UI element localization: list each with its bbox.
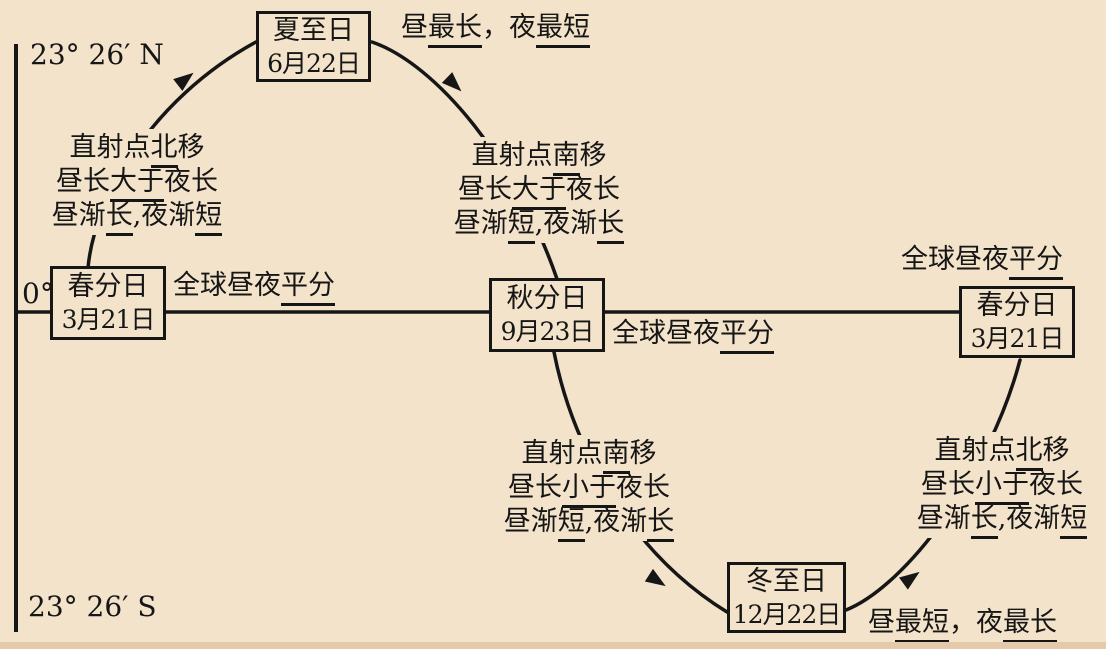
tropic-of-cancer-label: 23° 26′ N	[30, 38, 164, 71]
autumn-equinox-name: 秋分日	[506, 283, 588, 314]
equator-label: 0°	[22, 277, 54, 310]
note-spring-to-summer: 直射点北移昼长大于夜长昼渐长,夜渐短	[36, 129, 238, 236]
spring-equinox-right-box: 春分日 3月21日	[959, 286, 1075, 358]
arrowhead-spring-to-summer-icon	[173, 72, 194, 91]
summer-solstice-name: 夏至日	[273, 14, 354, 46]
tropic-of-capricorn-label: 23° 26′ S	[28, 590, 157, 623]
spring-equinox-left-date: 3月21日	[61, 305, 156, 334]
autumn-equinox-date: 9月23日	[500, 317, 595, 346]
arrowhead-winter-to-spring-icon	[899, 571, 920, 590]
note-equinox-right: 全球昼夜平分	[901, 243, 1063, 280]
note-equinox-middle: 全球昼夜平分	[612, 317, 774, 354]
note-winter-daynight: 昼最短，夜最长	[868, 606, 1057, 643]
note-winter-to-spring: 直射点北移昼长小于夜长昼渐长,夜渐短	[897, 432, 1106, 539]
winter-solstice-date: 12月22日	[732, 599, 842, 629]
summer-solstice-box: 夏至日 6月22日	[256, 11, 371, 82]
page-bottom-edge	[0, 642, 1106, 649]
spring-equinox-right-date: 3月21日	[970, 324, 1065, 353]
spring-equinox-left-box: 春分日 3月21日	[50, 266, 166, 340]
arrowhead-summer-to-autumn-icon	[441, 72, 462, 92]
winter-solstice-box: 冬至日 12月22日	[727, 562, 846, 633]
note-summer-daynight: 昼最长，夜最短	[401, 11, 590, 48]
arrowhead-autumn-to-winter-icon	[644, 568, 666, 587]
winter-solstice-name: 冬至日	[746, 565, 827, 597]
summer-solstice-date: 6月22日	[267, 48, 361, 78]
note-equinox-left: 全球昼夜平分	[173, 269, 335, 306]
note-autumn-to-winter: 直射点南移昼长小于夜长昼渐短,夜渐长	[487, 435, 691, 542]
spring-equinox-left-name: 春分日	[67, 271, 149, 302]
note-summer-to-autumn: 直射点南移昼长大于夜长昼渐短,夜渐长	[442, 137, 636, 244]
autumn-equinox-box: 秋分日 9月23日	[489, 278, 605, 352]
spring-equinox-right-name: 春分日	[976, 290, 1058, 321]
